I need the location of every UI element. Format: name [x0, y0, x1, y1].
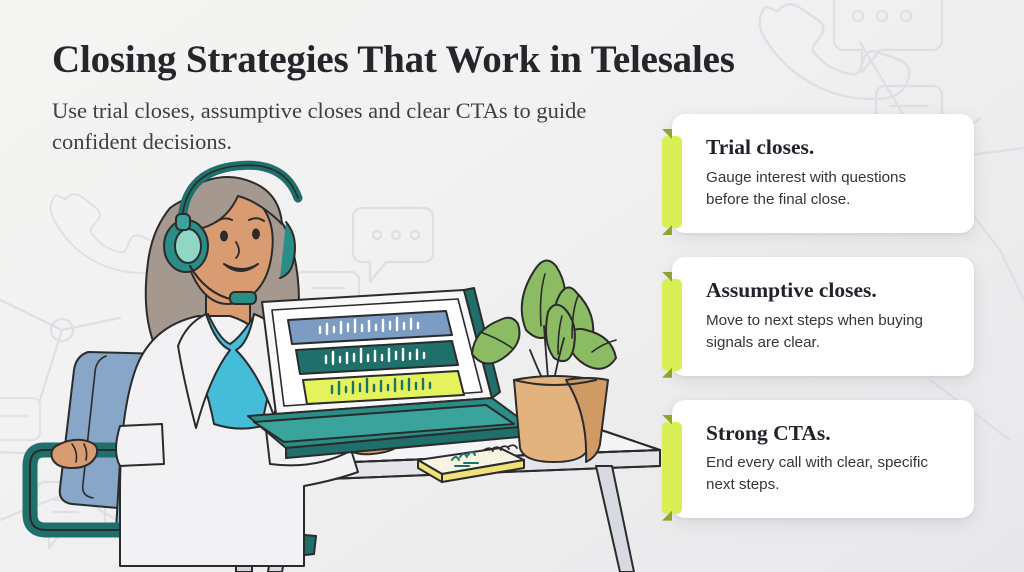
- phone-handset-icon: [758, 3, 911, 101]
- notebook-scribbles: [451, 451, 479, 467]
- eye: [220, 230, 228, 242]
- spiral-rings: [483, 444, 518, 452]
- strategy-card-title: Assumptive closes.: [706, 277, 877, 302]
- leaf-veins: [479, 273, 617, 355]
- accent-tab-icon: [662, 278, 682, 371]
- arm-sleeve: [115, 423, 165, 467]
- strategy-card-body: Move to next steps when buying signals a…: [706, 311, 923, 351]
- page-subtitle: Use trial closes, assumptive closes and …: [52, 97, 587, 154]
- telesales-illustration: [0, 130, 680, 572]
- accent-tab-icon: [662, 136, 682, 228]
- page-title: Closing Strategies That Work in Telesale…: [52, 38, 735, 81]
- strategy-card-body: End every call with clear, specific next…: [706, 454, 928, 494]
- accent-tab-icon: [662, 421, 682, 514]
- plant-leaves: [471, 259, 617, 370]
- strategy-card-body: Gauge interest with questions before the…: [706, 168, 907, 208]
- eye: [252, 228, 260, 240]
- strategy-card[interactable]: Assumptive closes. Move to next steps wh…: [662, 256, 974, 376]
- strategy-card-title: Strong CTAs.: [706, 420, 831, 445]
- waveform-ticks: [318, 316, 420, 336]
- strategy-card[interactable]: Strong CTAs. End every call with clear, …: [662, 399, 974, 519]
- open-laptop: [247, 287, 531, 459]
- strategy-card[interactable]: Trial closes. Gauge interest with questi…: [662, 114, 974, 233]
- spiral-notebook: [417, 444, 525, 483]
- strategy-card-title: Trial closes.: [706, 135, 815, 159]
- hand: [50, 438, 99, 469]
- strategy-card-list: Trial closes. Gauge interest with questi…: [662, 114, 974, 519]
- headset-mic: [229, 291, 257, 305]
- potted-plant: [471, 259, 617, 463]
- desk-leg: [595, 465, 635, 572]
- headline-block: Closing Strategies That Work in Telesale…: [52, 38, 772, 157]
- telesales-agent: [50, 160, 410, 567]
- chat-bubble-dots-icon: [832, 0, 944, 74]
